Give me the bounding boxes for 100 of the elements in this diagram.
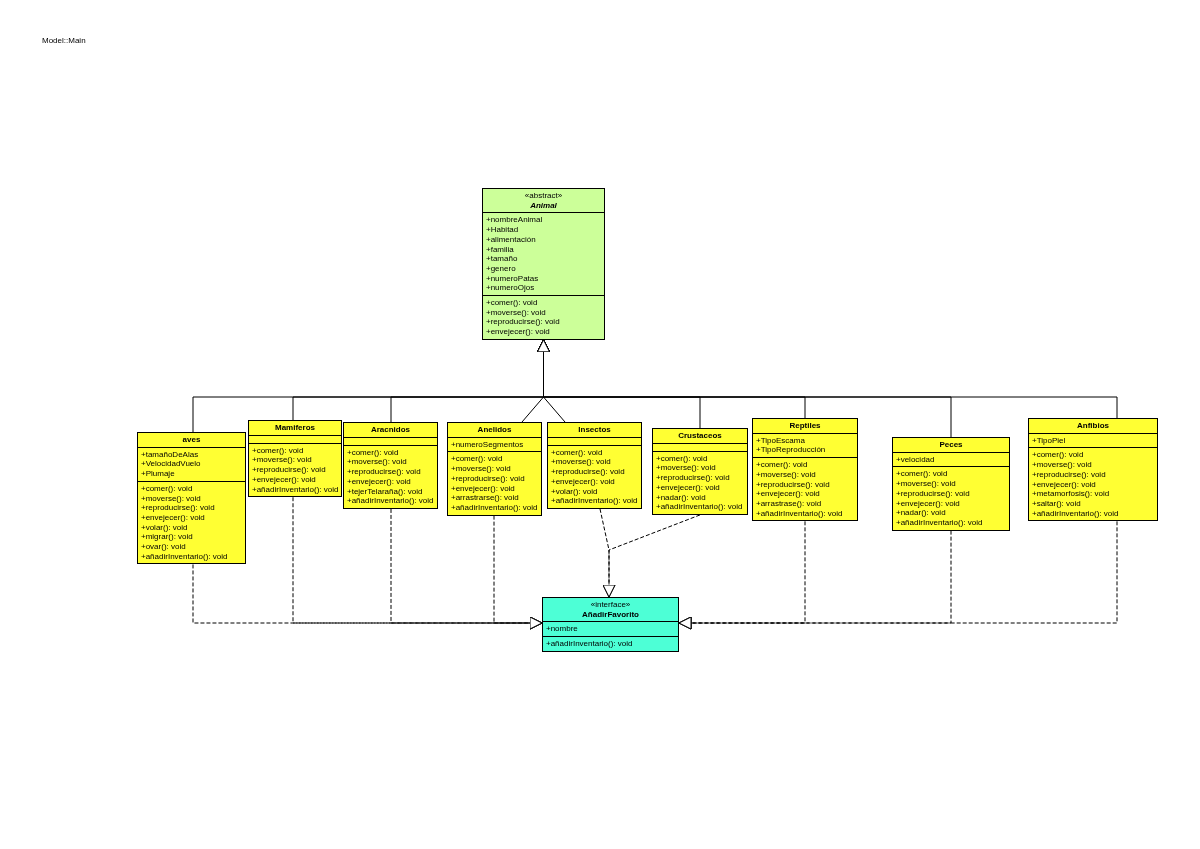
operation-text: +metamorfosis(): void xyxy=(1032,489,1111,499)
class-name: Reptiles xyxy=(788,421,822,431)
operation-text: +envejecer(): void xyxy=(347,476,412,487)
realization-arrow xyxy=(602,514,701,598)
operation-text: +reproducirse(): void xyxy=(551,467,626,477)
operation-text: +migrar(): void xyxy=(141,532,194,543)
operation-text: +añadirInventario(): void xyxy=(1032,508,1120,519)
class-box xyxy=(547,422,642,509)
operation-text: +reproducirse(): void xyxy=(656,473,731,483)
attribute-text: +TipoPiel xyxy=(1032,435,1067,446)
attribute-text: +velocidad xyxy=(896,454,936,465)
operation-text: +volar(): void xyxy=(551,486,599,497)
attribute-text: +TipoReproducción xyxy=(756,445,827,456)
attribute-text: +familia xyxy=(486,244,515,255)
operation-text: +envejecer(): void xyxy=(551,476,616,487)
operation-text: +añadirInventario(): void xyxy=(451,502,538,513)
operation-text: +moverse(): void xyxy=(451,464,512,474)
operation-text: +moverse(): void xyxy=(896,479,957,489)
class-name: Anelidos xyxy=(476,425,513,435)
attribute-text: +VelocidadVuelo xyxy=(141,459,202,470)
stereotype-label: «interface» xyxy=(589,600,632,610)
operation-text: +añadirInventario(): void xyxy=(656,502,744,512)
operation-text: +envejecer(): void xyxy=(451,483,516,494)
operation-text: +comer(): void xyxy=(1032,450,1085,461)
operation-text: +moverse(): void xyxy=(551,457,612,468)
operation-text: +comer(): void xyxy=(551,447,604,458)
operation-text: +reproducirse(): void xyxy=(1032,469,1107,480)
class-box xyxy=(892,437,1010,531)
class-box xyxy=(343,422,438,509)
operation-text: +añadirInventario(): void xyxy=(756,508,844,519)
attribute-text: +numeroSegmentos xyxy=(451,439,525,450)
operation-text: +moverse(): void xyxy=(486,307,547,318)
operation-text: +nadar(): void xyxy=(656,492,707,503)
interface-box xyxy=(542,597,679,652)
operation-text: +arrastrarse(): void xyxy=(451,493,520,503)
operation-text: +añadirInventario(): void xyxy=(141,551,229,562)
operation-text: +envejecer(): void xyxy=(656,482,721,493)
operation-text: +envejecer(): void xyxy=(486,327,551,337)
class-name: Anfibios xyxy=(1076,421,1110,431)
class-box xyxy=(482,188,605,340)
operation-text: +envejecer(): void xyxy=(756,489,821,499)
attribute-text: +numeroPatas xyxy=(486,273,540,284)
attribute-text: +Habitad xyxy=(486,225,520,235)
class-box xyxy=(1028,418,1158,522)
operation-text: +moverse(): void xyxy=(656,463,717,474)
operation-text: +comer(): void xyxy=(756,460,809,470)
class-name: aves xyxy=(181,435,202,445)
operation-text: +arrastrase(): void xyxy=(756,498,823,509)
class-name: Aracnidos xyxy=(369,425,412,435)
operation-text: +volar(): void xyxy=(141,522,189,533)
operation-text: +comer(): void xyxy=(656,453,709,464)
operation-text: +moverse(): void xyxy=(252,455,313,466)
attribute-text: +genero xyxy=(486,263,517,274)
diagram-frame-label: Model::Main xyxy=(42,36,86,46)
class-name: Crustaceos xyxy=(677,431,723,441)
class-box xyxy=(752,418,858,522)
operation-text: +moverse(): void xyxy=(756,469,817,480)
operation-text: +añadirInventario(): void xyxy=(546,639,634,649)
class-box xyxy=(652,428,748,515)
attribute-text: +tamañoDeAlas xyxy=(141,449,200,460)
operation-text: +envejecer(): void xyxy=(896,498,961,509)
operation-text: +añadirInventario(): void xyxy=(252,484,338,495)
operation-text: +reproducirse(): void xyxy=(896,488,971,499)
attribute-text: +numeroOjos xyxy=(486,283,536,294)
class-box xyxy=(248,420,342,498)
attribute-text: +alimentación xyxy=(486,234,537,245)
operation-text: +comer(): void xyxy=(141,483,194,494)
operation-text: +ovar(): void xyxy=(141,542,187,552)
attribute-text: +tamaño xyxy=(486,254,519,264)
realization-arrow xyxy=(493,515,543,630)
operation-text: +comer(): void xyxy=(347,447,400,458)
operation-text: +moverse(): void xyxy=(347,457,408,468)
class-name: AñadirFavorito xyxy=(581,609,640,620)
operation-text: +reproducirse(): void xyxy=(486,317,561,328)
operation-text: +comer(): void xyxy=(896,469,949,480)
stereotype-label: «abstract» xyxy=(523,191,564,201)
attribute-text: +nombre xyxy=(546,624,579,635)
operation-text: +reproducirse(): void xyxy=(252,465,327,475)
operation-text: +envejecer(): void xyxy=(252,474,317,485)
operation-text: +reproducirse(): void xyxy=(347,467,422,477)
operation-text: +moverse(): void xyxy=(1032,460,1093,470)
operation-text: +envejecer(): void xyxy=(1032,479,1097,490)
operation-text: +envejecer(): void xyxy=(141,512,206,523)
class-name: Mamiferos xyxy=(274,423,316,433)
operation-text: +comer(): void xyxy=(486,298,539,308)
operation-text: +nadar(): void xyxy=(896,508,947,518)
realization-arrow xyxy=(678,520,1118,630)
operation-text: +añadirInventario(): void xyxy=(551,496,638,506)
class-box xyxy=(447,422,542,516)
operation-text: +añadirInventario(): void xyxy=(347,496,434,506)
attribute-text: +TipoEscama xyxy=(756,435,806,446)
operation-text: +comer(): void xyxy=(451,454,504,465)
operation-text: +reproducirse(): void xyxy=(451,473,526,484)
operation-text: +añadirInventario(): void xyxy=(896,517,984,528)
class-name: Animal xyxy=(529,200,558,211)
attribute-text: +Plumaje xyxy=(141,469,176,479)
operation-text: +reproducirse(): void xyxy=(141,503,216,513)
operation-text: +saltar(): void xyxy=(1032,498,1082,509)
class-name: Peces xyxy=(938,440,964,450)
operation-text: +comer(): void xyxy=(252,445,305,456)
